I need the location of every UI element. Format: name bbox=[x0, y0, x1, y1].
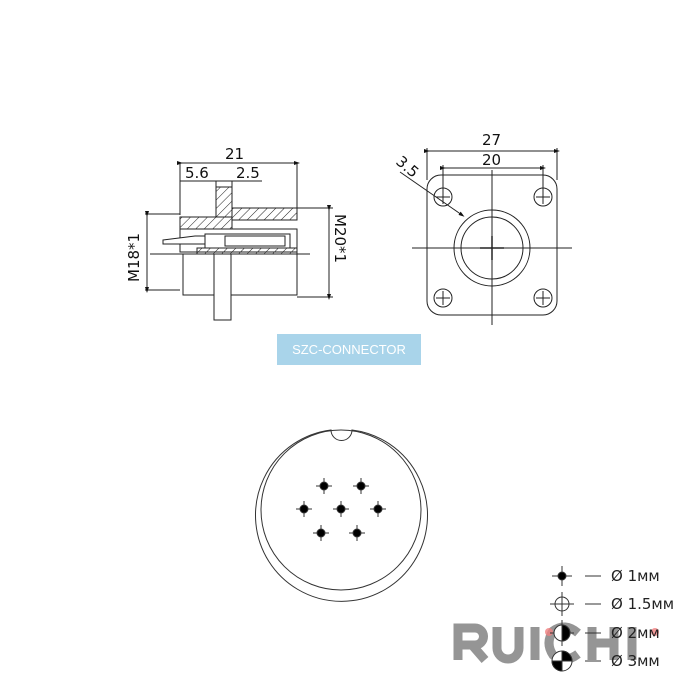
dim-width-total: 21 bbox=[225, 145, 244, 163]
side-view bbox=[145, 161, 333, 321]
dim-outer: 27 bbox=[482, 131, 501, 149]
legend-symbol-1-5mm bbox=[550, 592, 574, 616]
pin bbox=[356, 481, 366, 491]
dim-hole-dia: 3.5 bbox=[392, 152, 422, 181]
watermark-dot bbox=[545, 628, 553, 636]
pin bbox=[373, 504, 383, 514]
legend-label-1mm: Ø 1мм bbox=[611, 567, 660, 585]
legend-symbol-3mm bbox=[551, 650, 573, 672]
watermark-dot bbox=[651, 628, 659, 636]
pin bbox=[352, 528, 362, 538]
pin bbox=[336, 504, 346, 514]
pin-face bbox=[255, 429, 428, 602]
dim-a: 5.6 bbox=[185, 164, 209, 182]
watermark-logo bbox=[453, 622, 637, 664]
pin bbox=[299, 504, 309, 514]
legend-symbol-2mm bbox=[550, 620, 574, 646]
legend bbox=[550, 566, 601, 672]
front-view bbox=[399, 148, 572, 325]
dim-thread-right: M20*1 bbox=[331, 214, 349, 263]
pin bbox=[319, 481, 329, 491]
legend-label-2mm: Ø 2мм bbox=[611, 624, 660, 642]
pin bbox=[316, 528, 326, 538]
dim-b: 2.5 bbox=[236, 164, 260, 182]
legend-symbol-1mm bbox=[552, 566, 572, 586]
dim-hole-spacing: 20 bbox=[482, 151, 501, 169]
legend-label-3mm: Ø 3мм bbox=[611, 652, 660, 670]
product-label: SZC-CONNECTOR bbox=[277, 334, 421, 365]
legend-label-1-5mm: Ø 1.5мм bbox=[611, 595, 674, 613]
dim-thread-left: M18*1 bbox=[125, 233, 143, 282]
mounting-holes bbox=[433, 187, 553, 308]
